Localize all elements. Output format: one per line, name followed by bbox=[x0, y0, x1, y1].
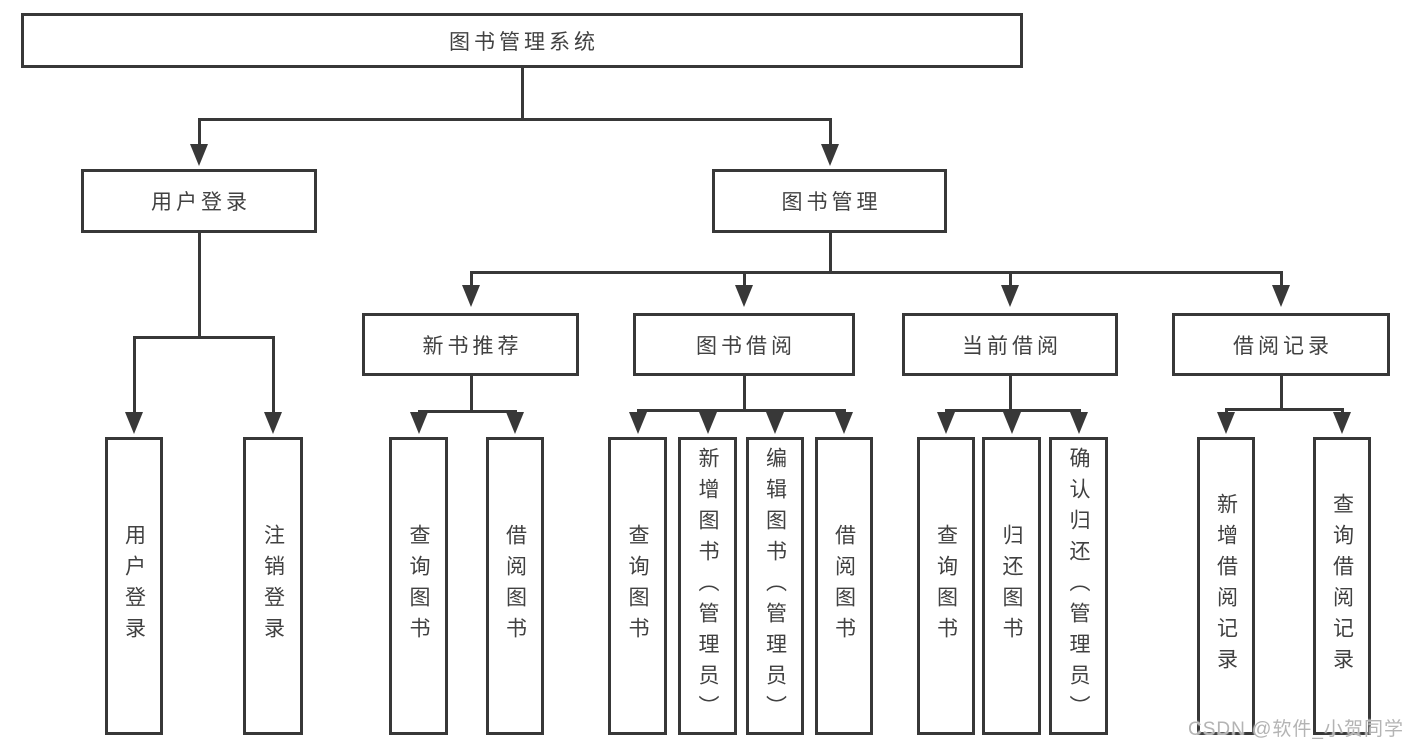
csdn-watermark: CSDN @软件_小贺同学 bbox=[1188, 719, 1404, 740]
connector-line bbox=[417, 410, 517, 413]
connector-line bbox=[132, 336, 136, 418]
node-records-query: 查询借阅记录 bbox=[1313, 437, 1371, 735]
connector-line bbox=[469, 374, 473, 413]
node-label: 编辑图书（管理员） bbox=[763, 446, 787, 726]
node-label: 查询图书 bbox=[626, 524, 649, 648]
node-current: 当前借阅 bbox=[902, 313, 1118, 376]
connector-line bbox=[132, 336, 275, 339]
arrow-down-icon bbox=[937, 412, 955, 434]
connector-line bbox=[197, 118, 832, 121]
arrow-down-icon bbox=[1217, 412, 1235, 434]
node-label: 当前借阅 bbox=[962, 334, 1062, 358]
arrow-down-icon bbox=[629, 412, 647, 434]
arrow-down-icon bbox=[190, 144, 208, 166]
node-borrow-edit: 编辑图书（管理员） bbox=[746, 437, 804, 735]
node-label: 图书管理系统 bbox=[449, 30, 599, 54]
arrow-down-icon bbox=[1070, 412, 1088, 434]
arrow-down-icon bbox=[699, 412, 717, 434]
arrow-down-icon bbox=[735, 285, 753, 307]
node-root: 图书管理系统 bbox=[21, 13, 1023, 68]
connector-line bbox=[197, 231, 201, 339]
connector-line bbox=[636, 409, 846, 412]
arrow-down-icon bbox=[821, 144, 839, 166]
connector-line bbox=[469, 271, 473, 291]
connector-line bbox=[742, 271, 746, 291]
arrow-down-icon bbox=[766, 412, 784, 434]
connector-line bbox=[1008, 374, 1012, 412]
arrow-down-icon bbox=[1333, 412, 1351, 434]
node-login-logout: 注销登录 bbox=[243, 437, 303, 735]
node-label: 新增图书（管理员） bbox=[696, 446, 719, 726]
node-label: 查询图书 bbox=[407, 524, 430, 648]
node-label: 查询图书 bbox=[934, 524, 958, 648]
connector-line bbox=[271, 336, 275, 418]
node-label: 用户登录 bbox=[122, 524, 146, 648]
node-rec-borrow: 借阅图书 bbox=[486, 437, 544, 735]
connector-line bbox=[828, 231, 832, 274]
node-label: 确认归还（管理员） bbox=[1067, 446, 1090, 726]
arrow-down-icon bbox=[462, 285, 480, 307]
connector-line bbox=[1279, 271, 1283, 291]
connector-line bbox=[742, 374, 746, 412]
node-borrow-borrow: 借阅图书 bbox=[815, 437, 873, 735]
node-current-confirm: 确认归还（管理员） bbox=[1049, 437, 1108, 735]
node-current-return: 归还图书 bbox=[982, 437, 1041, 735]
node-label: 借阅图书 bbox=[832, 524, 856, 648]
connector-line bbox=[1279, 374, 1283, 411]
arrow-down-icon bbox=[1001, 285, 1019, 307]
node-label: 注销登录 bbox=[261, 524, 285, 648]
connector-line bbox=[197, 118, 201, 150]
node-rec-query: 查询图书 bbox=[389, 437, 448, 735]
connector-line bbox=[828, 118, 832, 150]
connector-line bbox=[520, 66, 524, 121]
node-label: 用户登录 bbox=[151, 191, 251, 214]
arrow-down-icon bbox=[264, 412, 282, 434]
node-borrow-query: 查询图书 bbox=[608, 437, 667, 735]
connector-line bbox=[469, 271, 1283, 274]
node-borrow-add: 新增图书（管理员） bbox=[678, 437, 737, 735]
arrow-down-icon bbox=[1003, 412, 1021, 434]
node-borrow: 图书借阅 bbox=[633, 313, 855, 376]
node-login-user: 用户登录 bbox=[105, 437, 163, 735]
node-records-add: 新增借阅记录 bbox=[1197, 437, 1255, 735]
connector-line bbox=[1008, 271, 1012, 291]
node-login: 用户登录 bbox=[81, 169, 317, 233]
node-label: 图书借阅 bbox=[696, 334, 796, 358]
arrow-down-icon bbox=[1272, 285, 1290, 307]
node-label: 归还图书 bbox=[1000, 524, 1023, 648]
node-label: 新增借阅记录 bbox=[1214, 493, 1238, 679]
node-current-query: 查询图书 bbox=[917, 437, 975, 735]
node-mgmt: 图书管理 bbox=[712, 169, 947, 233]
connector-line bbox=[1224, 408, 1344, 411]
arrow-down-icon bbox=[125, 412, 143, 434]
node-records: 借阅记录 bbox=[1172, 313, 1390, 376]
node-label: 借阅记录 bbox=[1233, 334, 1333, 358]
node-label: 图书管理 bbox=[781, 191, 882, 214]
arrow-down-icon bbox=[410, 412, 428, 434]
arrow-down-icon bbox=[835, 412, 853, 434]
node-rec: 新书推荐 bbox=[362, 313, 579, 376]
arrow-down-icon bbox=[506, 412, 524, 434]
node-label: 新书推荐 bbox=[422, 334, 523, 358]
node-label: 借阅图书 bbox=[503, 524, 527, 648]
node-label: 查询借阅记录 bbox=[1330, 493, 1354, 679]
